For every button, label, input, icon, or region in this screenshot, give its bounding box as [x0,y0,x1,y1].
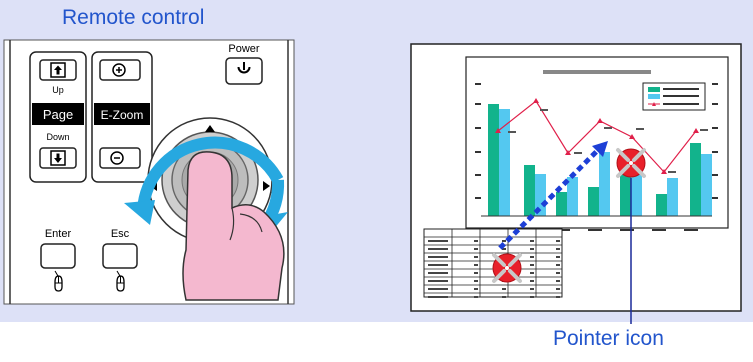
chart-legend [643,83,705,110]
table-cell-placeholder [428,272,448,274]
chart-bar [499,109,510,216]
table-cell-placeholder [556,288,560,290]
table-cell-placeholder [530,240,534,242]
table-cell-placeholder [474,296,478,298]
table-cell-placeholder [502,240,506,242]
up-label: Up [52,85,64,95]
chart-bar [588,187,599,216]
chart-title-bar [543,70,651,74]
chart-bar [556,192,567,216]
table-cell-placeholder [428,264,448,266]
chart-bar [620,174,631,216]
projected-screen [411,44,741,324]
table-cell-placeholder [474,256,478,258]
table-cell-placeholder [556,240,560,242]
table-cell-placeholder [428,296,448,298]
table-cell-placeholder [474,272,478,274]
table-cell-placeholder [556,272,560,274]
pointer-icon [617,149,645,177]
table-cell-placeholder [428,288,448,290]
table-cell-placeholder [530,288,534,290]
table-cell-placeholder [556,264,560,266]
chart-bar [667,178,678,216]
table-cell-placeholder [428,280,448,282]
table-cell-placeholder [530,296,534,298]
chart-bar [690,143,701,216]
table-cell-placeholder [502,288,506,290]
chart-bar [701,154,712,216]
power-button[interactable] [226,58,262,84]
table-cell-placeholder [530,272,534,274]
ezoom-label: E-Zoom [101,108,144,122]
chart-bar [599,152,610,216]
chart-bar [524,165,535,216]
table-cell-placeholder [474,240,478,242]
esc-label: Esc [111,228,130,240]
table-cell-placeholder [530,264,534,266]
table-cell-placeholder [474,288,478,290]
table-cell-placeholder [556,280,560,282]
table-cell-placeholder [530,248,534,250]
table-cell-placeholder [530,280,534,282]
chart-bar [656,194,667,216]
table-cell-placeholder [556,256,560,258]
table-cell-placeholder [556,296,560,298]
table-cell-placeholder [474,280,478,282]
chart-bar [488,104,499,216]
table-cell-placeholder [474,264,478,266]
page-label: Page [43,107,73,122]
table-cell-placeholder [556,248,560,250]
pointer-icon [493,254,521,282]
table-cell-placeholder [502,296,506,298]
table-cell-placeholder [428,248,448,250]
remote-control-caption: Remote control [62,6,204,30]
table-cell-placeholder [530,256,534,258]
esc-button[interactable] [103,244,137,268]
power-label: Power [228,43,260,55]
table-cell-placeholder [474,248,478,250]
remote-control: Power Up Page Down E-Zoom [4,40,294,304]
table-cell-placeholder [428,256,448,258]
enter-button[interactable] [41,244,75,268]
enter-label: Enter [45,228,72,240]
table-cell-placeholder [428,240,448,242]
pointer-icon-caption: Pointer icon [553,327,664,351]
down-label: Down [46,132,69,142]
data-table [424,229,562,298]
